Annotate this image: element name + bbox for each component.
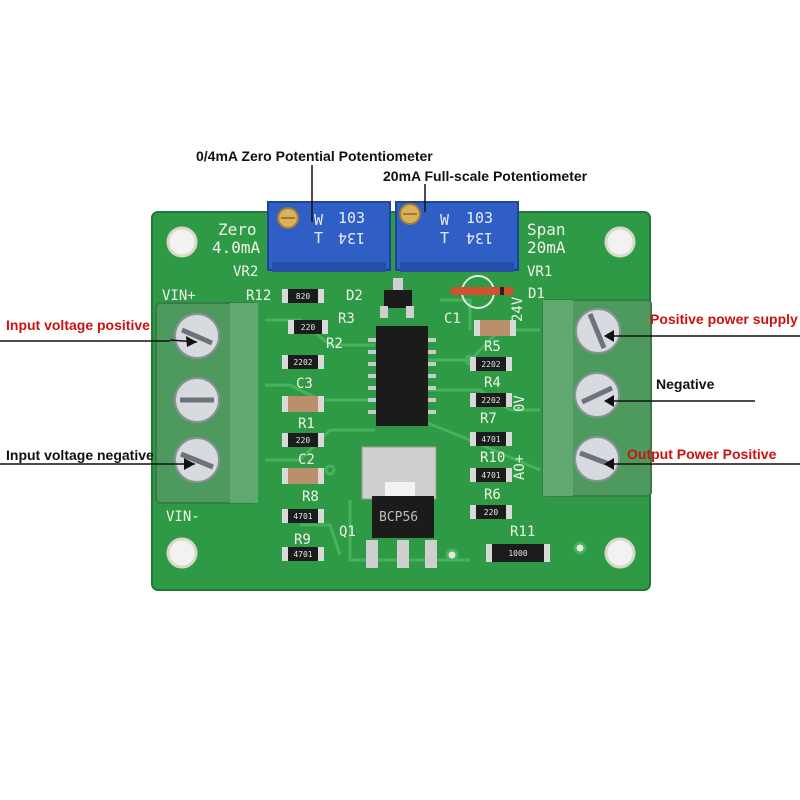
silk-vin-plus: VIN+ <box>162 288 196 304</box>
silk-r9: R9 <box>294 532 311 548</box>
callout-span-pot: 20mA Full-scale Potentiometer <box>383 168 588 184</box>
silk-vr2: VR2 <box>233 264 259 280</box>
smd-r11: 1000 <box>486 544 550 562</box>
silk-q1: Q1 <box>339 524 356 540</box>
smd-r6-code: 220 <box>484 508 499 517</box>
diode-d2 <box>380 278 414 318</box>
silk-r11: R11 <box>510 524 536 540</box>
smd-r3-code: 220 <box>301 323 316 332</box>
callout-vin-negative: Input voltage negative <box>6 447 154 463</box>
smd-r11-code: 1000 <box>508 549 527 558</box>
span-pot-t: T <box>440 229 450 247</box>
silk-c1: C1 <box>444 311 461 327</box>
silk-c3: C3 <box>296 376 313 392</box>
silk-r7: R7 <box>480 411 497 427</box>
smd-r8-code: 4701 <box>293 512 312 521</box>
smd-components: 820 220 2202 220 4701 4701 2202 2202 4701 4701 220… <box>282 289 550 562</box>
smd-r7-code: 4701 <box>481 435 500 444</box>
smd-c3 <box>282 396 324 412</box>
smd-r8: 4701 <box>282 509 324 523</box>
zero-potentiometer <box>267 201 391 272</box>
span-pot-code-b: 134 <box>466 229 494 247</box>
smd-c1 <box>474 320 516 336</box>
smd-r1-code: 220 <box>296 436 311 445</box>
silk-c2: C2 <box>298 452 315 468</box>
silk-d2: D2 <box>346 288 363 304</box>
silk-r5: R5 <box>484 339 501 355</box>
smd-r7: 4701 <box>470 432 512 446</box>
silk-ao-plus: AO+ <box>512 454 528 480</box>
silk-vin-minus: VIN- <box>166 509 200 525</box>
silk-0v: 0V <box>512 395 528 412</box>
smd-r10: 4701 <box>470 468 512 482</box>
silk-vr1: VR1 <box>527 264 553 280</box>
smd-r9-code: 4701 <box>293 550 312 559</box>
silk-zero-value: 4.0mA <box>212 238 261 257</box>
zero-pot-t: T <box>314 229 324 247</box>
smd-r5-code: 2202 <box>481 360 500 369</box>
smd-r6: 220 <box>470 505 512 519</box>
callout-positive-supply: Positive power supply <box>650 311 798 327</box>
silk-r8: R8 <box>302 489 319 505</box>
callout-output-positive: Output Power Positive <box>627 446 777 462</box>
zero-pot-w: W <box>314 211 324 229</box>
span-potentiometer <box>395 201 519 272</box>
callout-arrows <box>184 330 614 470</box>
smd-r10-code: 4701 <box>481 471 500 480</box>
silk-r6: R6 <box>484 487 501 503</box>
smd-r1: 220 <box>282 433 324 447</box>
silk-r10: R10 <box>480 450 506 466</box>
zero-pot-code-b: 134 <box>338 229 366 247</box>
smd-r12: 820 <box>282 289 324 303</box>
smd-r2-code: 2202 <box>293 358 312 367</box>
silk-24v: 24V <box>510 296 526 322</box>
span-pot-w: W <box>440 211 450 229</box>
silk-zero: Zero <box>218 220 257 239</box>
silk-r1: R1 <box>298 416 315 432</box>
mounting-holes <box>166 226 636 569</box>
silk-r4: R4 <box>484 375 501 391</box>
smd-r4-code: 2202 <box>481 396 500 405</box>
q1-marking: BCP56 <box>379 510 419 525</box>
output-terminal-block <box>542 299 652 497</box>
span-pot-code: 103 <box>466 209 494 227</box>
callout-negative: Negative <box>656 376 715 392</box>
silk-r3: R3 <box>338 311 355 327</box>
smd-c2 <box>282 468 324 484</box>
smd-r12-code: 820 <box>296 292 311 301</box>
smd-r3: 220 <box>288 320 328 334</box>
transistor-q1 <box>361 446 437 568</box>
smd-r5: 2202 <box>470 357 512 371</box>
callout-vin-positive: Input voltage positive <box>6 317 150 333</box>
zero-pot-code: 103 <box>338 209 366 227</box>
op-amp-ic <box>368 326 436 426</box>
silk-span: Span <box>527 220 566 239</box>
smd-r9: 4701 <box>282 547 324 561</box>
callout-zero-pot: 0/4mA Zero Potential Potentiometer <box>196 148 433 164</box>
input-terminal-block <box>155 302 258 504</box>
smd-r4: 2202 <box>470 393 512 407</box>
smd-r2: 2202 <box>282 355 324 369</box>
silk-r12: R12 <box>246 288 272 304</box>
diode-d1 <box>450 275 514 309</box>
silk-d1: D1 <box>528 286 545 302</box>
silk-r2: R2 <box>326 336 343 352</box>
silk-span-value: 20mA <box>527 238 566 257</box>
